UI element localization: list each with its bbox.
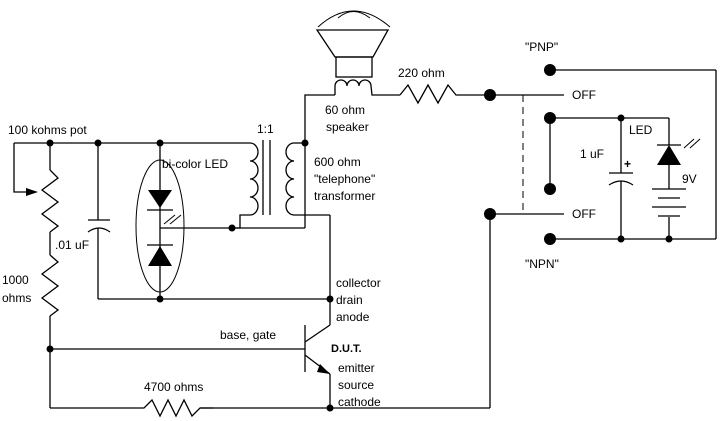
speaker-label-b: speaker [326,120,369,134]
npn-label: "NPN" [525,257,559,271]
res-1000-label-a: 1000 [2,273,29,287]
cap-plus-label: + [624,157,632,171]
off-top-label: OFF [572,88,596,102]
collector-label: collector [336,276,381,290]
transformer-label-c: transformer [314,189,376,203]
cap-1uf-label: 1 uF [580,147,605,161]
res-4700-label: 4700 ohms [144,380,204,394]
res-220-label: 220 ohm [398,66,445,80]
base-gate-label: base, gate [220,328,277,342]
bicolor-led-label: bi-color LED [162,157,229,171]
source-label: source [338,378,375,392]
transformer-label-b: "telephone" [314,172,376,186]
cap-small-label: .01 uF [55,238,90,252]
anode-label: anode [336,310,370,324]
speaker-label-a: 60 ohm [325,103,366,117]
off-bottom-label: OFF [572,207,596,221]
battery-label: 9V [682,172,697,186]
pot-label: 100 kohms pot [8,123,87,137]
ratio-label: 1:1 [257,122,274,136]
emitter-label: emitter [338,361,375,375]
dut-label: D.U.T. [331,343,362,355]
transformer-label-a: 600 ohm [314,155,361,169]
cathode-label: cathode [338,395,381,409]
led-label: LED [629,123,653,137]
pnp-label: "PNP" [525,40,559,54]
res-1000-label-b: ohms [2,291,32,305]
drain-label: drain [336,293,363,307]
